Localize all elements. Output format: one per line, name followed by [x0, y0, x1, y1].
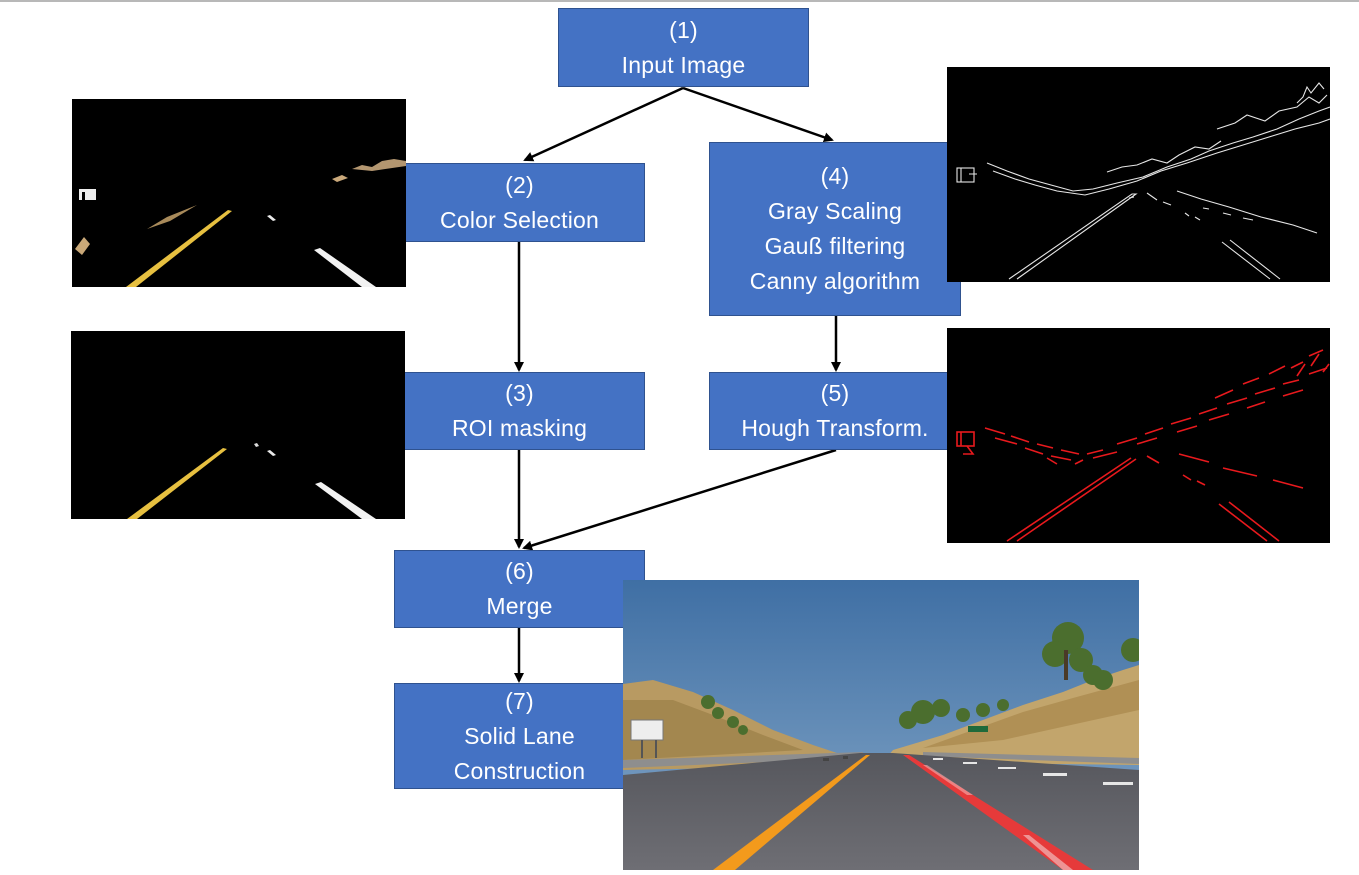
step-7-label-line1: Solid Lane [464, 722, 575, 749]
step-6-merge: (6) Merge [394, 550, 645, 628]
top-rule [0, 0, 1359, 2]
step-4-number: (4) [820, 163, 850, 189]
final-lane-result-image [623, 580, 1139, 870]
color-selection-output-image [72, 99, 406, 287]
step-4-gray-gauss-canny: (4) Gray Scaling Gauß filtering Canny al… [709, 142, 961, 316]
step-1-number: (1) [669, 16, 698, 43]
arrow-1-to-4 [682, 86, 834, 143]
canny-edge-output-image [947, 67, 1330, 282]
step-6-number: (6) [505, 558, 534, 584]
step-4-label-gray-scaling: Gray Scaling [767, 198, 903, 224]
step-2-label: Color Selection [440, 206, 599, 233]
step-7-number: (7) [505, 687, 534, 714]
step-3-label: ROI masking [451, 415, 588, 441]
step-4-label-gauss-filtering: Gauß filtering [764, 233, 906, 259]
step-5-hough-transform: (5) Hough Transform. [709, 372, 961, 450]
arrow-1-to-2 [523, 86, 684, 162]
step-1-input-image: (1) Input Image [558, 8, 809, 87]
step-7-label-line2: Construction [453, 757, 586, 784]
step-3-roi-masking: (3) ROI masking [394, 372, 645, 450]
step-1-label: Input Image [621, 51, 746, 78]
step-6-label: Merge [486, 593, 553, 619]
step-2-color-selection: (2) Color Selection [394, 163, 645, 242]
step-7-solid-lane-construction: (7) Solid Lane Construction [394, 683, 645, 789]
step-3-number: (3) [505, 380, 534, 406]
step-5-label: Hough Transform. [741, 415, 929, 441]
step-5-number: (5) [820, 380, 850, 406]
step-4-label-canny: Canny algorithm [749, 268, 921, 294]
arrow-5-to-6 [522, 448, 837, 551]
step-2-number: (2) [505, 171, 534, 198]
hough-lines-output-image [947, 328, 1330, 543]
roi-masked-output-image [71, 331, 405, 519]
